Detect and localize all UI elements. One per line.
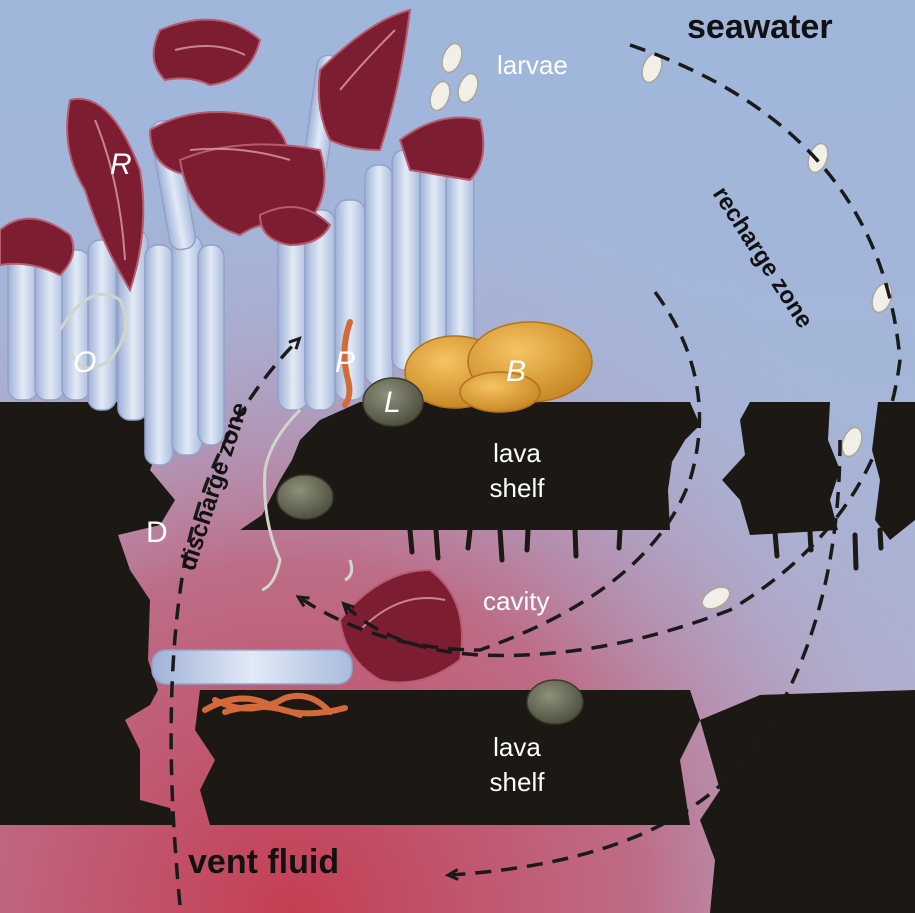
vent-fluid-label: vent fluid xyxy=(188,843,340,881)
label-d: D xyxy=(146,516,168,549)
label-r: R xyxy=(110,148,132,181)
recharge-arrow-outer xyxy=(345,43,902,658)
lava-rock-right-2 xyxy=(872,402,915,540)
label-p: P xyxy=(335,346,356,379)
scale-worms xyxy=(261,408,354,592)
tubeworm-tubes xyxy=(7,54,475,685)
lava-shelf-lower xyxy=(195,690,700,825)
polychaete-worms xyxy=(202,319,353,718)
shelf-drips xyxy=(407,527,884,571)
recharge-arrow-inner xyxy=(300,290,702,652)
vent-arrow xyxy=(450,439,842,875)
lava-shelf-lower-label: lava shelf xyxy=(489,732,545,798)
flow-arrows xyxy=(169,43,902,906)
lava-rock-right-1 xyxy=(722,402,840,535)
seawater-label: seawater xyxy=(687,8,833,46)
lava-rock-left xyxy=(0,402,175,825)
discharge-arrow xyxy=(169,340,298,906)
lava-rock-lower-right xyxy=(700,690,915,913)
cavity-label: cavity xyxy=(483,586,550,616)
lava-shelf-upper xyxy=(240,402,700,530)
label-o: O xyxy=(73,346,97,379)
label-l: L xyxy=(384,386,401,419)
mussels xyxy=(404,321,593,413)
label-b: B xyxy=(506,355,527,388)
o-worm xyxy=(58,292,128,370)
lava-shelf-upper-label: lava shelf xyxy=(489,438,545,504)
limpets xyxy=(276,377,584,725)
larvae-label: larvae xyxy=(497,50,568,80)
